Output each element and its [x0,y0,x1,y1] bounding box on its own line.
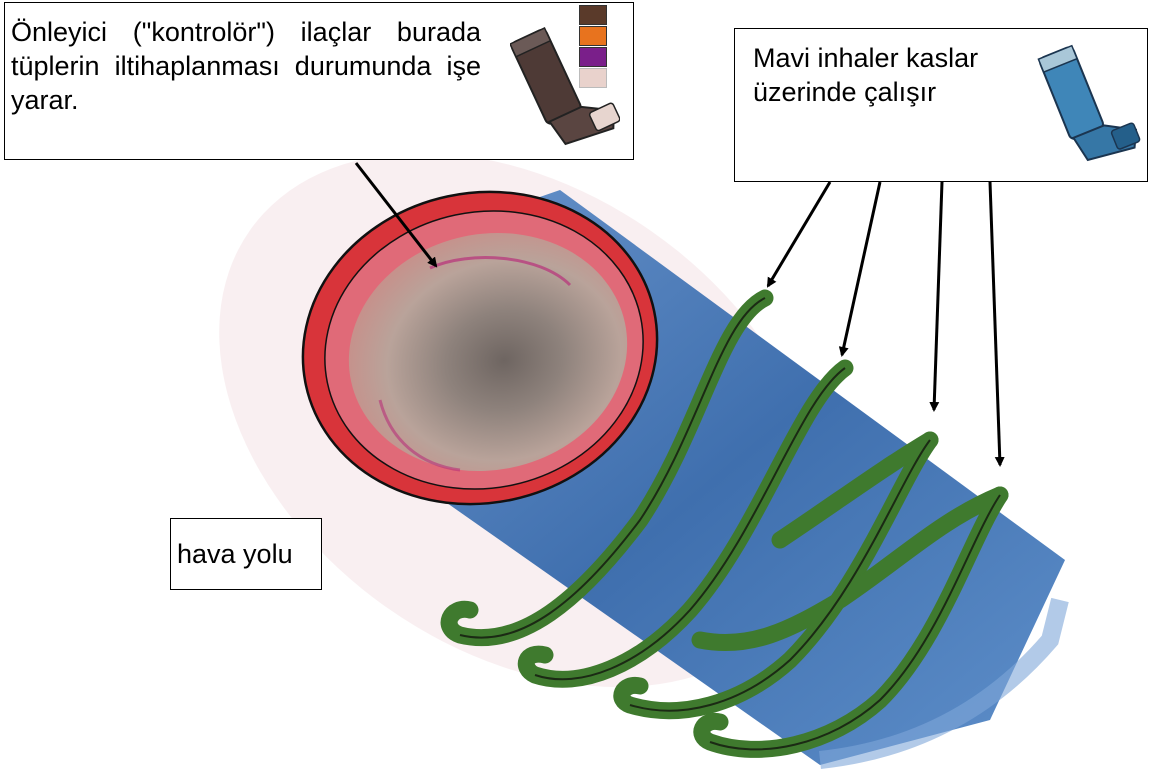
arrow-to-muscle-2 [842,182,880,355]
controller-medication-callout: Önleyici ("kontrolör") ilaçlar burada tü… [4,2,634,160]
controller-medication-text: Önleyici ("kontrolör") ilaçlar burada tü… [11,15,481,117]
arrow-to-muscle-3 [934,182,942,410]
airway-label-box: hava yolu [170,518,322,590]
swatch-orange [579,26,607,46]
arrow-to-muscle-4 [990,182,1000,465]
blue-inhaler-callout: Mavi inhaler kaslar üzerinde çalışır [734,28,1148,182]
swatch-purple [579,47,607,67]
color-swatch-stack [579,5,607,88]
blue-inhaler-text: Mavi inhaler kaslar üzerinde çalışır [753,41,1023,109]
arrow-to-muscle-1 [768,182,830,286]
airway-label-text: hava yolu [177,537,293,571]
swatch-pale-pink [579,68,607,88]
swatch-brown [579,5,607,25]
blue-inhaler-icon [1035,41,1145,171]
